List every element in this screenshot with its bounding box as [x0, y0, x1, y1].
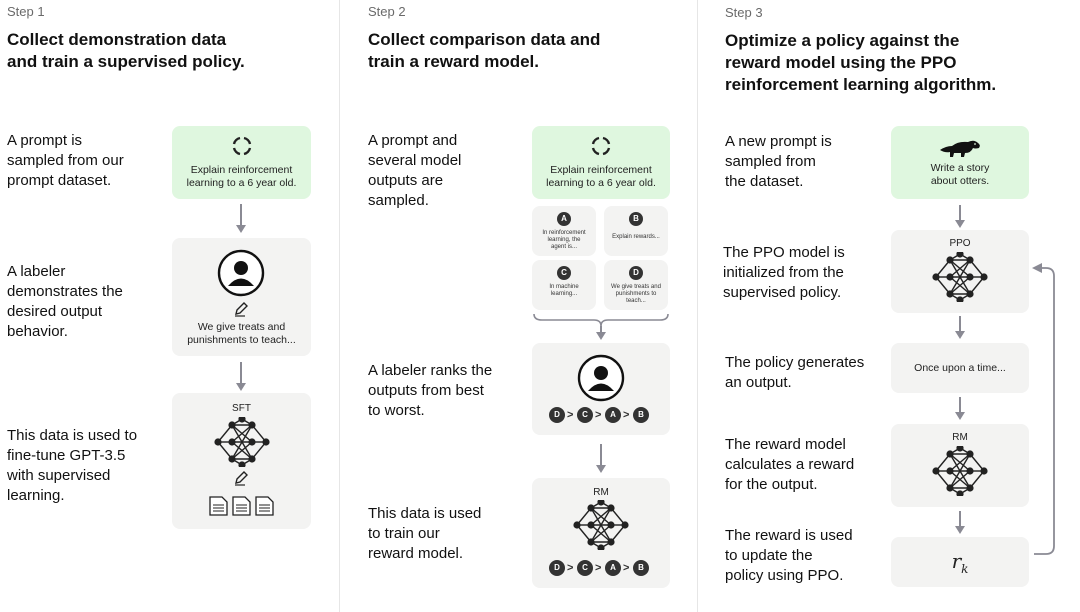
pencil-icon [235, 471, 248, 486]
output-box: Once upon a time... [891, 343, 1029, 393]
column-divider [339, 0, 340, 612]
column-divider [697, 0, 698, 612]
step-description: A prompt and several model outputs are s… [368, 132, 462, 209]
reward-subscript: k [961, 562, 969, 576]
step-label: Step 2 [368, 4, 406, 19]
step-label: Step 1 [7, 4, 45, 19]
output-text: Once upon a time... [914, 362, 1006, 374]
step-description: The reward is used to update the policy … [725, 527, 853, 584]
down-arrow [955, 316, 965, 339]
down-arrow [236, 204, 246, 233]
output-card-a: A In reinforcement learning, the agent i… [532, 206, 596, 256]
rank-separator: > [567, 409, 574, 421]
prompt-text: Explain reinforcement learning to a 6 ye… [186, 164, 297, 189]
ranking-row: D > C > A > B [532, 560, 670, 578]
step-title: Collect demonstration data and train a s… [7, 30, 245, 71]
loop-arrow [1032, 263, 1055, 555]
model-label: SFT [232, 403, 251, 414]
neural-network-icon [573, 500, 629, 550]
output-text: We give treats and punishments to teach.… [611, 284, 661, 304]
output-card-b: B Explain rewards... [604, 206, 668, 256]
documents-icon [209, 496, 274, 516]
neural-network-icon [214, 417, 270, 467]
neural-network-icon [932, 252, 988, 302]
rank-badge: A [605, 560, 621, 576]
output-text: In reinforcement learning, the agent is.… [542, 230, 586, 250]
reward-model-box: RM D > C > A > B [532, 478, 670, 588]
step-description: The reward model calculates a reward for… [725, 436, 855, 493]
rank-badge: B [633, 407, 649, 423]
neural-network-icon [932, 446, 988, 496]
rank-badge: B [633, 560, 649, 576]
step-description: A labeler demonstrates the desired outpu… [7, 263, 123, 340]
reward-model-box: RM [891, 424, 1029, 507]
rank-badge: A [605, 407, 621, 423]
output-letter-badge: C [557, 266, 571, 280]
prompt-text: Explain reinforcement learning to a 6 ye… [546, 164, 656, 189]
prompt-box: Explain reinforcement learning to a 6 ye… [172, 126, 311, 199]
down-arrow [955, 397, 965, 420]
output-letter-badge: A [557, 212, 571, 226]
prompt-box: Explain reinforcement learning to a 6 ye… [532, 126, 670, 199]
rank-separator: > [623, 409, 630, 421]
step-description: This data is used to train our reward mo… [368, 505, 482, 562]
output-text: Explain rewards... [612, 234, 660, 240]
otter-icon [940, 140, 980, 157]
demonstration-box: We give treats and punishments to teach.… [172, 238, 311, 356]
down-arrow [955, 511, 965, 534]
prompt-text: Write a story about otters. [930, 162, 990, 187]
step-description: A labeler ranks the outputs from best to… [368, 362, 493, 419]
demonstration-text: We give treats and punishments to teach.… [187, 321, 296, 346]
bracket-arrow [533, 313, 669, 340]
person-icon [217, 249, 265, 297]
pencil-icon [235, 302, 248, 317]
output-letter-badge: D [629, 266, 643, 280]
step-description: The policy generates an output. [725, 354, 865, 391]
rank-badge: D [549, 560, 565, 576]
rank-badge: C [577, 407, 593, 423]
model-label: RM [593, 487, 609, 498]
rank-separator: > [595, 409, 602, 421]
down-arrow [955, 205, 965, 228]
rank-badge: C [577, 560, 593, 576]
output-card-c: C In machine learning... [532, 260, 596, 310]
rank-separator: > [595, 562, 602, 574]
prompt-box: Write a story about otters. [891, 126, 1029, 199]
step-label: Step 3 [725, 5, 763, 20]
output-letter-badge: B [629, 212, 643, 226]
step-description: The PPO model is initialized from the su… [723, 244, 845, 301]
model-label: PPO [949, 238, 971, 249]
rank-badge: D [549, 407, 565, 423]
sft-model-box: SFT [172, 393, 311, 529]
output-text: In machine learning... [549, 284, 579, 297]
down-arrow [596, 444, 606, 473]
ppo-model-box: PPO [891, 230, 1029, 313]
ranking-row: D > C > A > B [532, 407, 670, 425]
person-icon [577, 354, 625, 402]
rank-separator: > [623, 562, 630, 574]
model-label: RM [952, 432, 968, 443]
step-description: A prompt is sampled from our prompt data… [7, 132, 124, 189]
down-arrow [236, 362, 246, 391]
refresh-icon [591, 136, 611, 156]
step-title: Optimize a policy against the reward mod… [725, 31, 997, 94]
refresh-icon [232, 136, 252, 156]
reward-box: rk [891, 537, 1029, 587]
reward-symbol: rk [891, 549, 1029, 576]
step-description: A new prompt is sampled from the dataset… [725, 133, 832, 190]
reward-r: r [951, 549, 962, 573]
ranking-box: D > C > A > B [532, 343, 670, 435]
rank-separator: > [567, 562, 574, 574]
step-title: Collect comparison data and train a rewa… [368, 30, 601, 71]
output-card-d: D We give treats and punishments to teac… [604, 260, 668, 310]
step-description: This data is used to fine-tune GPT-3.5 w… [7, 427, 138, 504]
